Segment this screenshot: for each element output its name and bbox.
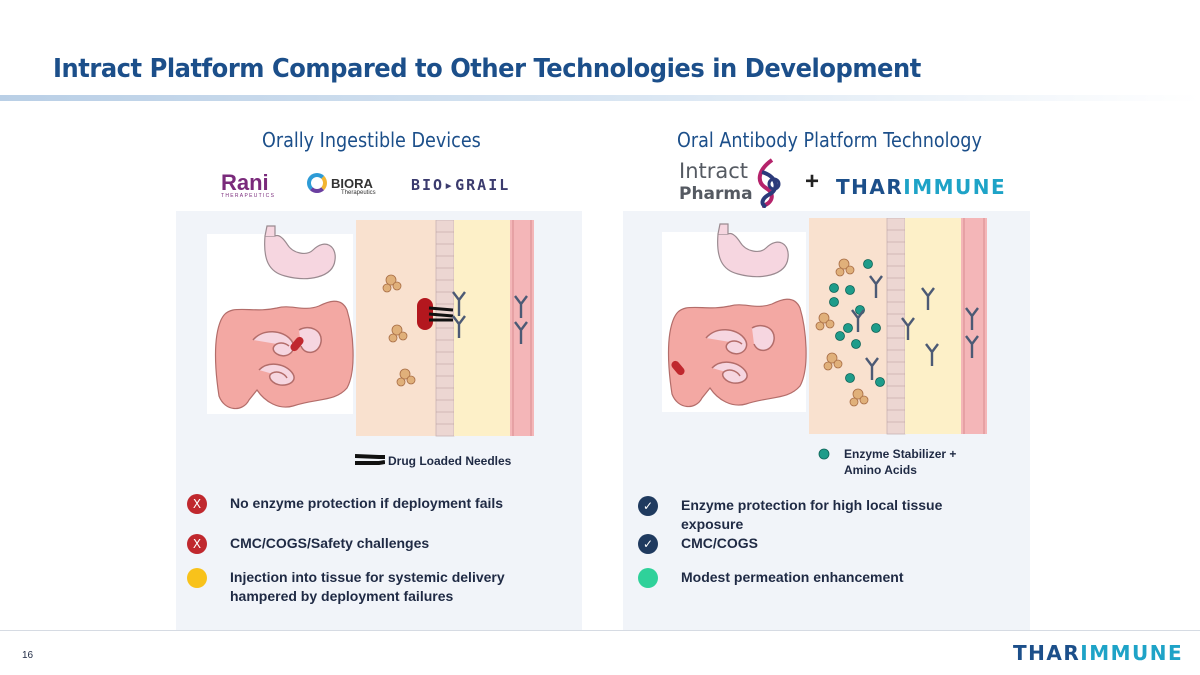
left-item-text: Injection into tissue for systemic deliv… bbox=[230, 569, 505, 604]
biograil-logo: BIO▸GRAIL bbox=[411, 176, 511, 194]
intract-pharma-logo: Intract Pharma bbox=[679, 160, 753, 206]
left-legend-label: Drug Loaded Needles bbox=[388, 454, 512, 468]
antibody-icon bbox=[452, 291, 528, 344]
checkmark-icon: ✓ bbox=[638, 534, 658, 554]
tharimmune-logo-part2: IMMUNE bbox=[903, 175, 1007, 199]
title-underline bbox=[0, 95, 1200, 101]
antibody-icon bbox=[851, 275, 979, 380]
stomach-icon bbox=[717, 223, 789, 278]
enzyme-icon bbox=[815, 258, 869, 407]
intestines-icon bbox=[667, 298, 807, 408]
stabilizer-legend-icon bbox=[818, 448, 830, 460]
intestines-icon bbox=[214, 300, 354, 410]
biora-logo-icon bbox=[307, 173, 327, 193]
right-item-permeation: Modest permeation enhancement bbox=[638, 568, 981, 588]
needle-legend-icon bbox=[355, 454, 385, 465]
left-item-injection: Injection into tissue for systemic deliv… bbox=[187, 568, 530, 606]
biora-logo-sub: Therapeutics bbox=[341, 190, 376, 196]
capsule-icon bbox=[290, 336, 304, 352]
intract-logo-line1: Intract bbox=[679, 159, 749, 183]
footer-logo-part2: IMMUNE bbox=[1080, 641, 1184, 665]
right-item-enzyme-protection: ✓ Enzyme protection for high local tissu… bbox=[638, 496, 981, 534]
stomach-icon bbox=[264, 225, 336, 280]
left-gi-illustration bbox=[207, 220, 534, 437]
rani-logo: Rani bbox=[221, 170, 269, 195]
x-mark-icon: X bbox=[187, 534, 207, 554]
green-dot-icon bbox=[638, 568, 658, 588]
tharimmune-logo: THARIMMUNE bbox=[836, 175, 1006, 199]
x-mark-icon: X bbox=[187, 494, 207, 514]
left-item-enzyme-protection: X No enzyme protection if deployment fai… bbox=[187, 494, 530, 514]
footer-tharimmune-logo: THARIMMUNE bbox=[1013, 641, 1183, 665]
left-item-text: CMC/COGS/Safety challenges bbox=[230, 535, 430, 551]
checkmark-icon: ✓ bbox=[638, 496, 658, 516]
page-number: 16 bbox=[22, 650, 34, 661]
right-item-text: Modest permeation enhancement bbox=[681, 569, 904, 585]
right-item-text: CMC/COGS bbox=[681, 535, 758, 551]
left-item-text: No enzyme protection if deployment fails bbox=[230, 495, 504, 511]
footer-logo-part1: THAR bbox=[1013, 641, 1081, 665]
right-legend-label: Enzyme Stabilizer + Amino Acids bbox=[844, 447, 957, 477]
page-title: Intract Platform Compared to Other Techn… bbox=[53, 54, 921, 84]
intract-logo-line2: Pharma bbox=[679, 184, 753, 204]
needle-device-icon bbox=[417, 298, 454, 330]
yellow-dot-icon bbox=[187, 568, 207, 588]
biora-logo: BIORA bbox=[331, 176, 373, 191]
enzyme-icon bbox=[382, 274, 416, 387]
intract-logo-icon bbox=[757, 158, 781, 208]
tharimmune-logo-part1: THAR bbox=[836, 175, 904, 199]
left-column-heading: Orally Ingestible Devices bbox=[262, 128, 481, 152]
capsule-icon bbox=[671, 360, 685, 376]
rani-logo-sub: THERAPEUTICS bbox=[221, 193, 276, 199]
right-gi-illustration bbox=[662, 218, 987, 435]
plus-sign: + bbox=[805, 168, 820, 195]
left-item-cmc-cogs: X CMC/COGS/Safety challenges bbox=[187, 534, 530, 554]
footer-divider bbox=[0, 630, 1200, 631]
right-column-heading: Oral Antibody Platform Technology bbox=[677, 128, 982, 152]
right-item-text: Enzyme protection for high local tissue … bbox=[681, 497, 943, 532]
right-item-cmc-cogs: ✓ CMC/COGS bbox=[638, 534, 981, 554]
